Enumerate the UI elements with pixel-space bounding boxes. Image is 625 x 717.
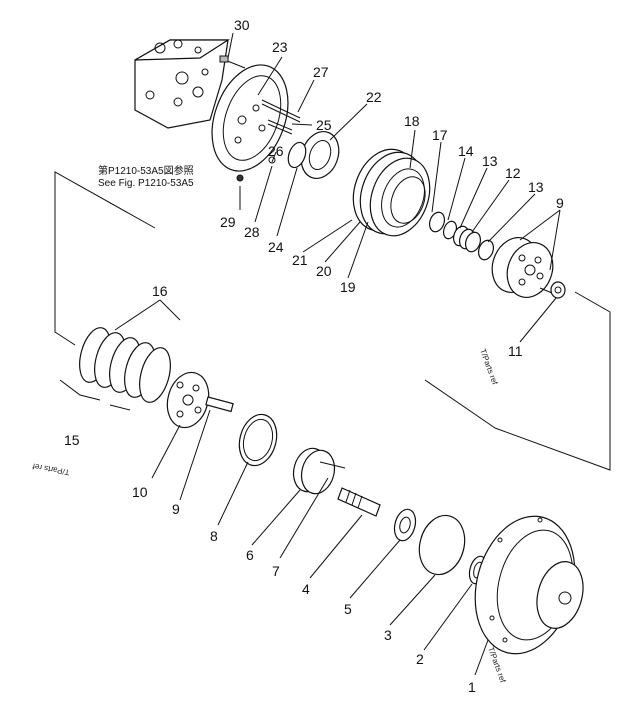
- brake-assembly-18-21: [352, 148, 431, 237]
- swash-plate-6-7: [292, 447, 346, 495]
- part-label: 21: [292, 252, 308, 268]
- part-label: 25: [316, 117, 332, 133]
- part-label: 14: [458, 143, 474, 159]
- part-number-labels: 30 23 27 22 25 26 18 17 14 13 12 13 9 29…: [64, 17, 564, 695]
- end-cover-plate: [211, 55, 301, 182]
- part-label: 11: [508, 343, 523, 359]
- part-label: 13: [482, 153, 498, 169]
- parts-ref-mark-left: T/Parts ref: [31, 461, 70, 476]
- part-label: 15: [64, 432, 80, 448]
- part-label: 22: [366, 89, 382, 105]
- leader-lines: [114, 32, 561, 676]
- part-label: 18: [404, 113, 420, 129]
- parts-ref-mark-right: T/Parts ref: [478, 348, 499, 387]
- motor-housing-1: [474, 515, 584, 655]
- part-label: 1: [468, 679, 476, 695]
- part-label: 16: [152, 283, 168, 299]
- part-label: 19: [340, 279, 356, 295]
- part-label: 6: [246, 547, 254, 563]
- nut-11: [550, 281, 566, 299]
- seal-rings-22-24: [287, 131, 340, 179]
- part-label: 7: [272, 563, 280, 579]
- bearing-5: [393, 508, 417, 542]
- part-label: 9: [172, 501, 180, 517]
- part-label: 2: [416, 651, 424, 667]
- part-label: 12: [505, 165, 521, 181]
- valve-block: [134, 39, 231, 129]
- seal-disc-3: [418, 514, 466, 576]
- part-label: 26: [268, 143, 284, 159]
- shaft-4: [337, 487, 381, 517]
- part-label: 27: [313, 64, 329, 80]
- part-label: 17: [432, 127, 448, 143]
- valve-plate-10: [166, 371, 234, 429]
- cylinder-block-upper: [491, 237, 554, 298]
- part-label: 9: [556, 195, 564, 211]
- part-label: 5: [344, 601, 352, 617]
- part-label: 4: [302, 581, 310, 597]
- part-label: 20: [316, 263, 332, 279]
- springs-and-washers: [428, 211, 495, 261]
- part-label: 23: [272, 39, 288, 55]
- part-label: 8: [210, 528, 218, 544]
- ring-8: [238, 413, 278, 467]
- reference-en: See Fig. P1210-53A5: [98, 178, 194, 189]
- part-label: 3: [384, 627, 392, 643]
- part-label: 13: [528, 179, 544, 195]
- disc-pack-15-16: [59, 327, 171, 411]
- reference-jp: 第P1210-53A5図参照: [98, 164, 194, 177]
- part-label: 28: [244, 224, 260, 240]
- figure-reference: 第P1210-53A5図参照 See Fig. P1210-53A5: [98, 164, 194, 189]
- part-label: 24: [268, 239, 284, 255]
- guide-lines: [54, 171, 611, 471]
- part-label: 30: [234, 17, 250, 33]
- part-label: 29: [220, 214, 236, 230]
- part-label: 10: [132, 484, 148, 500]
